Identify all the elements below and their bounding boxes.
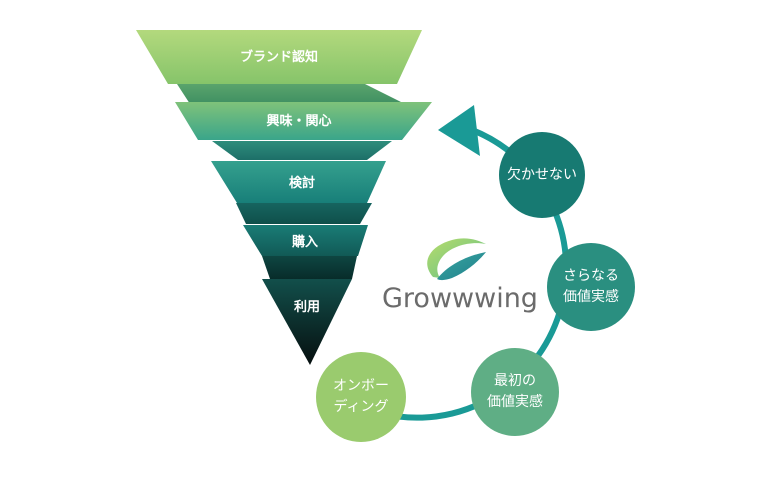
funnel-connector-4	[262, 256, 357, 279]
funnel-stage-label-1: ブランド認知	[239, 50, 318, 65]
cycle-node-label: さらなる 価値実感	[563, 268, 619, 305]
funnel-connector-3	[236, 203, 372, 224]
funnel-stage-label-5: 利用	[293, 300, 320, 315]
cycle-arrow-head	[438, 105, 480, 156]
funnel-stage-label-2: 興味・関心	[266, 114, 332, 129]
funnel-connector-1	[177, 84, 405, 104]
funnel-stage-5	[262, 279, 352, 365]
funnel-stage-2	[175, 102, 432, 140]
leaf-swoosh-icon	[427, 238, 486, 281]
funnel-stage-label-4: 購入	[291, 235, 318, 250]
funnel-stage-3	[211, 161, 386, 203]
funnel-stage-label-3: 検討	[288, 176, 315, 191]
cycle-node-label: オンボー ディング	[333, 378, 389, 415]
funnel-stage-1	[136, 30, 422, 84]
funnel-connector-2	[212, 141, 392, 160]
funnel-stage-4	[243, 225, 368, 256]
cycle-node-further-value: さらなる 価値実感	[547, 243, 635, 331]
cycle-node-label: 欠かせない	[507, 166, 577, 183]
cycle-node-first-value: 最初の 価値実感	[471, 348, 559, 436]
cycle-node-label: 最初の 価値実感	[487, 373, 543, 410]
cycle-node-onboarding: オンボー ディング	[316, 352, 406, 442]
cycle-node-indispensable: 欠かせない	[499, 132, 585, 218]
logo-wordmark: Growwwing	[382, 283, 538, 314]
